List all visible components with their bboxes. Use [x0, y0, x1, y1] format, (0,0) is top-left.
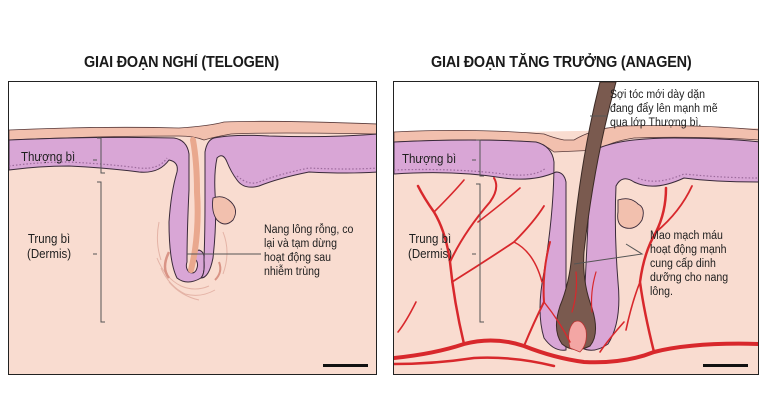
anagen-dermis-label-line1: Trung bì	[408, 232, 452, 246]
anagen-title: GIAI ĐOẠN TĂNG TRƯỞNG (ANAGEN)	[431, 54, 692, 71]
anagen-dermis-label-line2: (Dermis)	[408, 247, 453, 261]
telogen-dermis-label: Trung bì (Dermis)	[27, 232, 71, 262]
anagen-panel: Thượng bì Trung bì (Dermis) Sợi tóc mới …	[393, 81, 759, 375]
scale-bar	[323, 364, 368, 367]
anagen-hair-annotation: Sợi tóc mới dày dặn đang đẩy lên mạnh mẽ…	[610, 89, 718, 129]
telogen-title: GIAI ĐOẠN NGHỈ (TELOGEN)	[84, 54, 279, 71]
telogen-panel: Thượng bì Trung bì (Dermis) Nang lông rỗ…	[8, 81, 377, 375]
anagen-epidermis-label: Thượng bì	[402, 152, 457, 166]
telogen-dermis-label-line1: Trung bì	[27, 232, 71, 246]
scale-bar	[703, 364, 748, 367]
telogen-epidermis-label: Thượng bì	[21, 150, 76, 164]
telogen-dermis-label-line2: (Dermis)	[27, 247, 72, 261]
telogen-illustration	[9, 120, 376, 374]
anagen-dermis-label: Trung bì (Dermis)	[408, 232, 452, 262]
anagen-illustration	[394, 82, 758, 374]
telogen-follicle-annotation: Nang lông rỗng, co lại và tạm dừng hoạt …	[264, 224, 354, 278]
anagen-vessel-annotation: Mao mạch máu hoạt động mạnh cung cấp din…	[650, 230, 729, 298]
